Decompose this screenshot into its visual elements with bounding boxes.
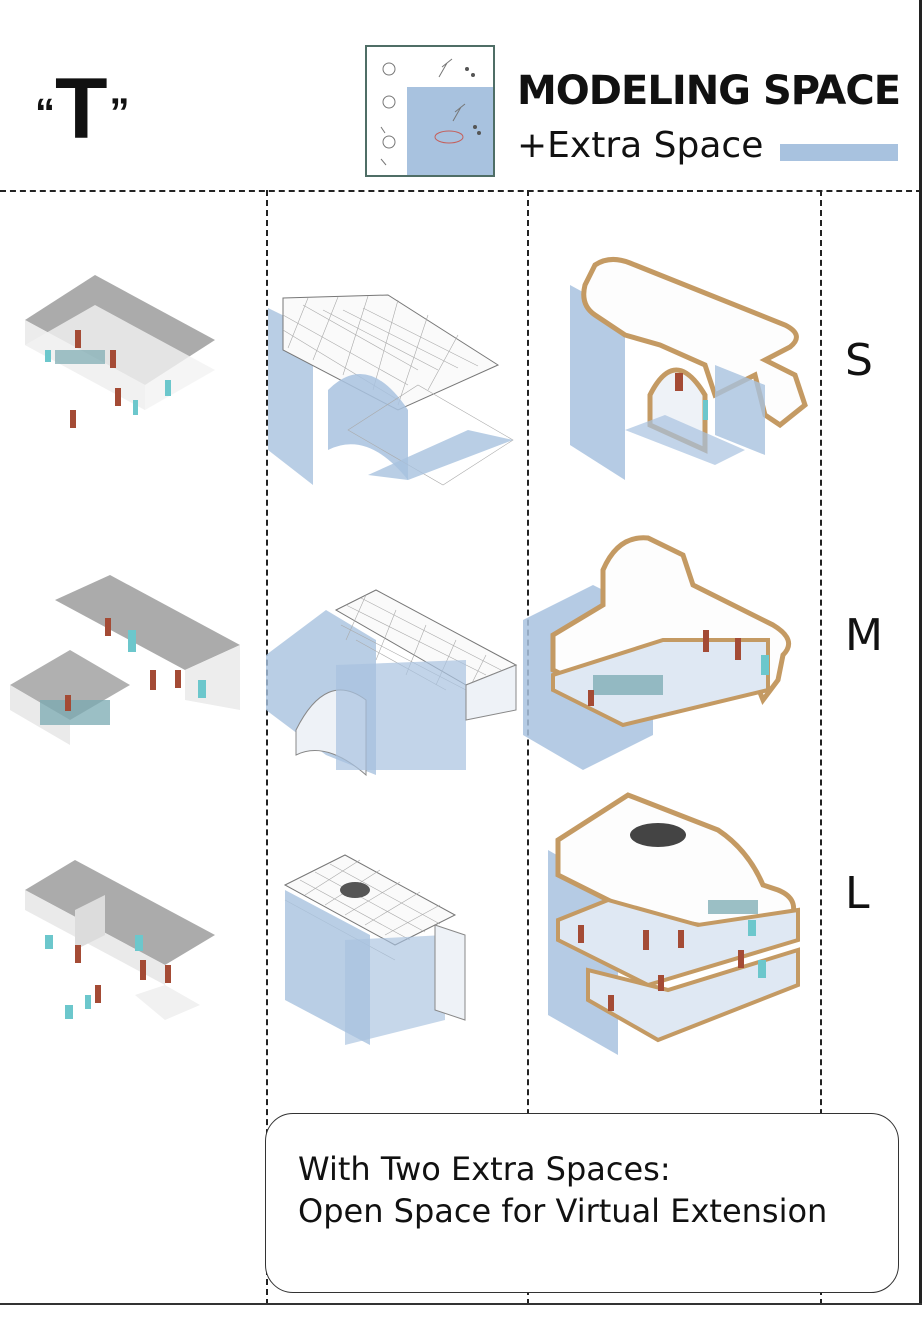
row-m-wall-model: [523, 535, 792, 770]
extra-space-swatch: [780, 144, 898, 161]
row-m-grid-model: [266, 589, 518, 777]
type-letter: T: [55, 61, 110, 157]
size-label-l: L: [845, 868, 870, 919]
header-divider: [0, 190, 922, 192]
size-label-s: S: [845, 335, 873, 386]
column-divider-3: [820, 190, 822, 1305]
page-title: MODELING SPACE: [517, 68, 901, 114]
column-divider-2: [527, 190, 529, 1305]
legend-thumbnail: [365, 45, 495, 177]
size-label-m: M: [845, 610, 883, 661]
page-subtitle: +Extra Space: [517, 125, 764, 166]
open-quote: “: [35, 90, 55, 135]
note-line-1: With Two Extra Spaces:: [298, 1150, 671, 1188]
column-divider-1: [266, 190, 268, 1305]
legend-figures-icon: [380, 58, 481, 166]
note-box: With Two Extra Spaces: Open Space for Vi…: [265, 1113, 899, 1293]
type-label: “T”: [35, 60, 130, 159]
bottom-border: [0, 1303, 922, 1305]
row-s-grid-model: [268, 294, 514, 486]
row-l-grid-model: [283, 854, 466, 1045]
note-line-2: Open Space for Virtual Extension: [298, 1192, 828, 1230]
row-m-plane-model: [10, 575, 240, 745]
close-quote: ”: [109, 90, 130, 135]
row-l-plane-model: [25, 860, 215, 1020]
row-l-wall-model: [548, 792, 800, 1055]
right-border: [919, 0, 922, 1305]
row-s-wall-model: [570, 257, 808, 480]
row-s-plane-model: [25, 275, 215, 428]
